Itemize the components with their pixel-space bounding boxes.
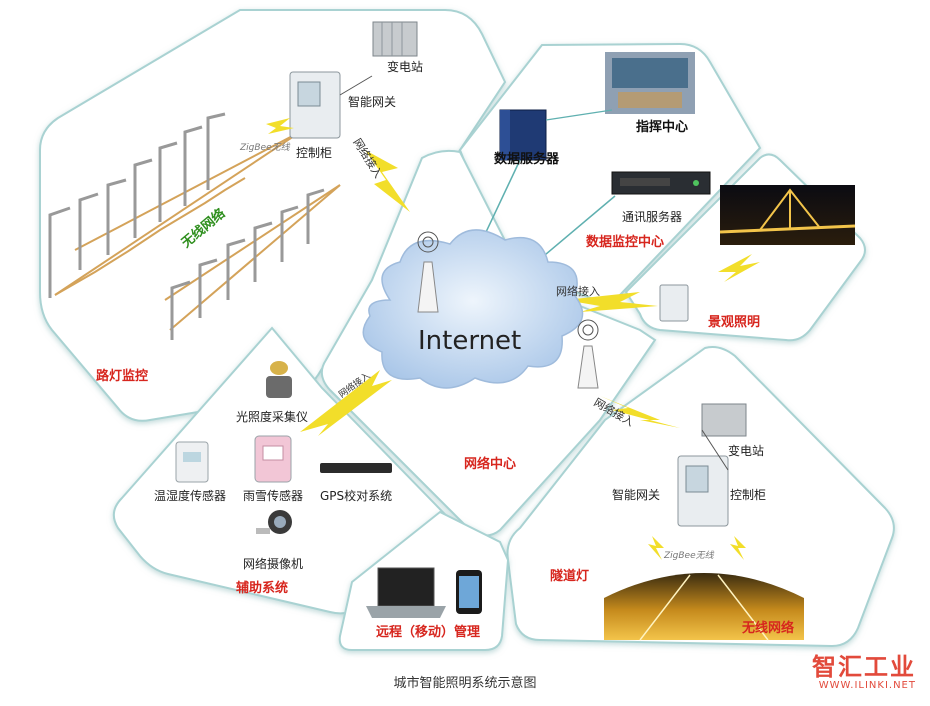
street-title: 路灯监控 [96,369,149,384]
tunnel-wireless-label: 无线网络 [742,621,795,636]
tunnel-gateway-label: 智能网关 [612,488,661,502]
internet-cloud [362,229,584,389]
tunnel-cabinet-label: 控制柜 [730,488,767,502]
light-meter-icon [266,361,292,398]
street-gateway-label: 智能网关 [348,95,397,109]
landscape-bridge-image [719,185,856,245]
lightning-bolt-icon [648,536,664,560]
antenna-icon [417,231,439,313]
laptop-icon [366,567,446,618]
rain-snow-sensor-icon [254,435,292,483]
connector-line [339,75,373,96]
data-center-title: 数据监控中心 [586,235,665,250]
remote-title: 远程（移动）管理 [376,625,481,640]
tunnel-cabinet [677,455,729,527]
lightning-bolt-icon [600,396,680,428]
lightning-bolt-icon [266,118,294,134]
street-cabinet-label: 控制柜 [296,146,333,160]
street-substation [372,21,418,57]
data-server-icon [499,109,547,161]
lightning-bolt-icon [365,150,410,212]
lightning-bolt-icon [565,292,658,312]
antenna-icon [577,319,599,389]
gps-label: GPS校对系统 [320,489,393,503]
tunnel-radio-tag: ZigBee无线 [664,551,714,561]
landscape-title: 景观照明 [708,315,761,330]
comm-server-icon [611,171,711,195]
smartphone-icon [456,570,482,614]
lightning-bolt-icon [718,254,760,282]
tunnel-substation [701,403,747,437]
internet-label: Internet [418,326,522,356]
watermark-url: WWW.ILINKI.NET [818,680,916,691]
aux-title: 辅助系统 [236,581,289,596]
watermark: 智汇工业 WWW.ILINKI.NET [812,654,916,692]
data-server-label: 数据服务器 [494,152,560,167]
street-lamps [48,112,325,340]
comm-server-label: 通讯服务器 [622,210,683,224]
rain-snow-label: 雨雪传感器 [243,489,304,503]
lightning-bolt-icon [300,370,392,436]
watermark-brand: 智汇工业 [812,653,916,681]
network-center-title: 网络中心 [464,457,517,472]
camera-label: 网络摄像机 [243,557,304,571]
street-substation-label: 变电站 [387,60,424,74]
tunnel-image [604,573,804,641]
connector-line [545,109,613,121]
panel-street-light [39,9,507,422]
command-center-label: 指挥中心 [636,120,689,135]
command-center-image [605,52,695,114]
light-meter-label: 光照度采集仪 [236,410,309,424]
tunnel-substation-label: 变电站 [728,444,765,458]
landscape-uplink-label: 网络接入 [556,285,600,298]
figure-caption: 城市智能照明系统示意图 [393,676,537,691]
gps-icon [320,463,392,473]
temp-humidity-sensor-icon [175,441,209,483]
lightning-bolt-icon [730,536,746,560]
tunnel-title: 隧道灯 [550,569,590,584]
street-radio-tag: ZigBee无线 [240,143,290,153]
connector-line [701,429,729,471]
landscape-cabinet [659,284,689,322]
street-cabinet [289,71,341,139]
temp-humidity-label: 温湿度传感器 [154,489,227,503]
network-camera-icon [256,510,292,534]
